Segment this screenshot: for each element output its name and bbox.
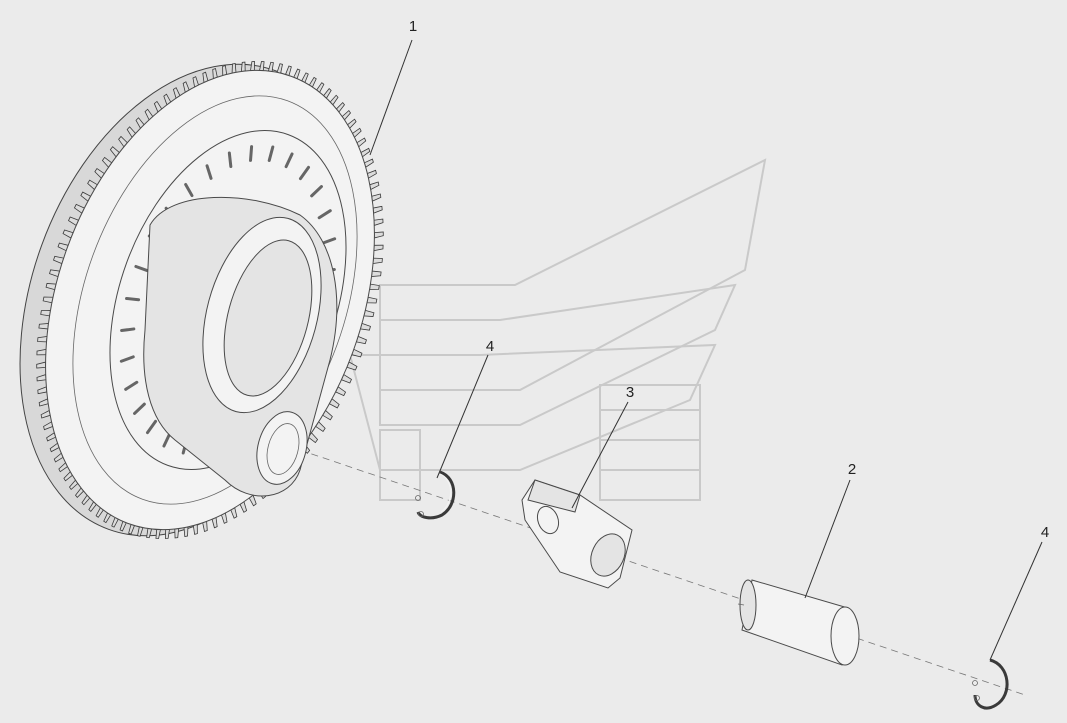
bracket — [521, 479, 633, 589]
pin-hole — [256, 411, 308, 485]
gear-tooth — [250, 61, 255, 71]
retaining-ring-left — [415, 470, 456, 520]
watermark-logo — [348, 158, 767, 501]
bearing-slot — [119, 355, 135, 363]
gear-tooth — [40, 309, 51, 317]
bearing-slot — [321, 237, 337, 245]
callout-1: 1 — [369, 18, 417, 156]
gear-tooth — [369, 181, 380, 191]
bearing-slot — [267, 145, 275, 162]
gear-tooth — [371, 270, 382, 277]
gear-tooth — [165, 529, 170, 539]
gear-tooth — [373, 218, 384, 226]
ring-gear-assembly — [19, 61, 384, 539]
gear-tooth — [259, 61, 265, 71]
gear-tooth — [231, 63, 237, 74]
gear-tooth — [192, 523, 198, 535]
bearing-slot — [134, 264, 149, 273]
gear-tooth — [155, 529, 161, 539]
bearing-slot — [124, 380, 139, 391]
gear-tooth — [174, 528, 180, 539]
bearing-slot — [133, 402, 146, 415]
gear-tooth — [372, 205, 383, 214]
gear-tooth — [37, 335, 48, 343]
gear-tooth — [285, 65, 292, 77]
bearing-slot — [145, 419, 158, 435]
assembly-axis-line — [299, 449, 1026, 696]
gear-tooth — [373, 244, 384, 252]
retaining-ring-right — [972, 658, 1009, 710]
callout-4b: 4 — [989, 524, 1049, 661]
bearing-slot — [249, 145, 254, 162]
bearing-slot — [298, 165, 311, 181]
bearing-slot — [205, 164, 213, 180]
pin — [737, 579, 860, 666]
callout-3: 3 — [571, 384, 634, 509]
bearing-slot — [284, 152, 294, 169]
callout-2-label: 2 — [848, 461, 856, 478]
gear-tooth — [373, 231, 384, 239]
callout-3-label: 3 — [626, 384, 634, 401]
bearing-slot — [310, 185, 323, 198]
callout-1-label: 1 — [409, 18, 417, 35]
bearing-slot — [227, 151, 233, 168]
gear-tooth — [183, 526, 189, 537]
gear-tooth — [371, 193, 382, 202]
gear-tooth — [146, 528, 153, 539]
bearing-slot — [120, 327, 136, 333]
bearing-slot — [125, 296, 141, 302]
callout-4a-label: 4 — [486, 338, 494, 355]
gear-tooth — [369, 283, 380, 291]
bearing-slot — [317, 209, 332, 220]
bearing-slot — [184, 183, 194, 198]
gear-tooth — [366, 169, 377, 179]
gear-tooth — [38, 323, 49, 330]
gear-tooth — [276, 63, 283, 74]
gear-tooth — [372, 257, 383, 265]
gear-tooth — [267, 61, 274, 72]
gear-tooth — [240, 61, 246, 72]
callout-4a: 4 — [436, 338, 494, 479]
callout-4b-label: 4 — [1041, 524, 1049, 541]
callout-2: 2 — [804, 461, 856, 599]
bearing-slot — [162, 431, 172, 448]
